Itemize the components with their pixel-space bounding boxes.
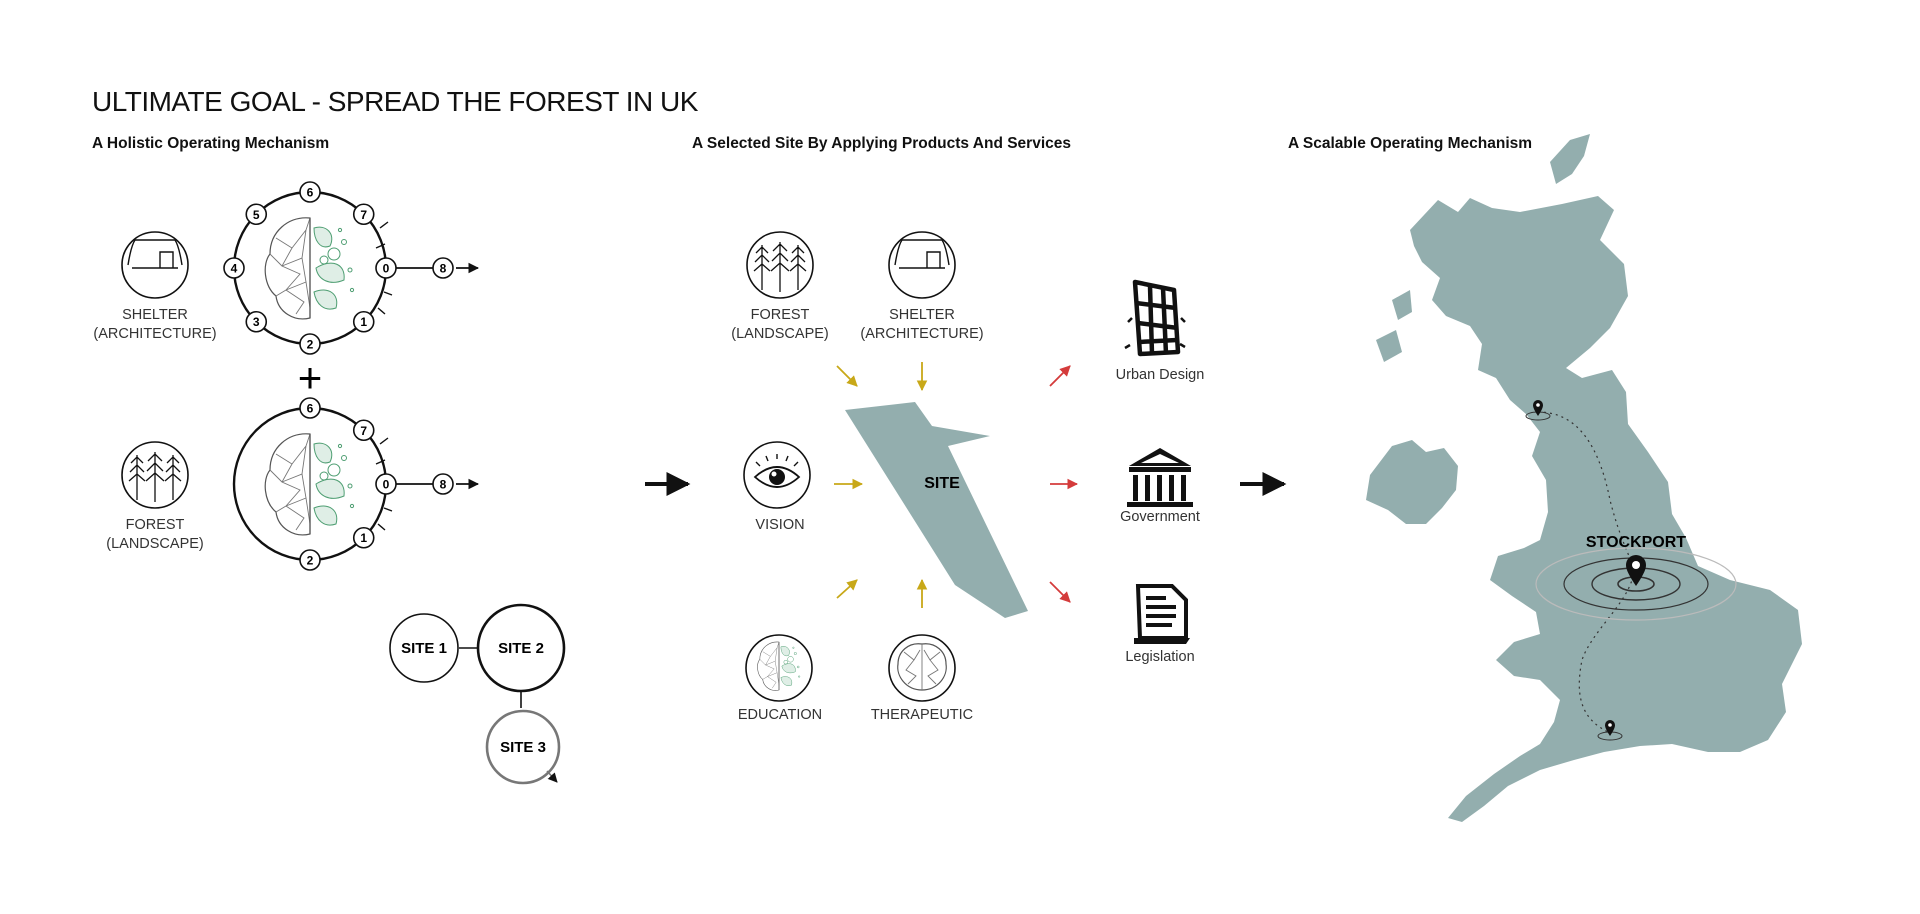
ring-node [299,549,321,571]
node-out-2-label: 8 [440,478,447,492]
page-title: ULTIMATE GOAL - SPREAD THE FOREST IN UK [92,86,698,117]
left-shelter-label: SHELTER(ARCHITECTURE) [93,307,217,342]
urban-design-icon [1124,279,1186,357]
output-urban-design-label: Urban Design [1115,367,1205,383]
northern-ireland [1366,440,1458,524]
section-title-scalable: A Scalable Operating Mechanism [1288,135,1533,152]
ring-node-label: 5 [253,208,260,222]
ring-node [352,526,375,549]
ring-node-label: 7 [360,424,367,438]
site-1-label: SITE 1 [401,640,447,657]
ring-node [375,473,397,495]
mid-shelter-icon [888,231,956,299]
node-out-2 [432,473,454,495]
ring-node-label: 3 [253,315,260,329]
site-2-node [476,603,566,693]
site-1-node [389,613,459,683]
ring-node [299,181,321,203]
ring-node-label: 1 [360,531,367,545]
section-title-holistic: A Holistic Operating Mechanism [92,135,330,152]
ring-node [223,257,245,279]
ring-node-label: 0 [383,262,390,276]
mid-education-label: EDUCATION [737,707,823,723]
site-2-label: SITE 2 [498,640,544,657]
forest-icon [121,441,189,509]
site-3-label: SITE 3 [500,739,546,756]
ring-node-label: 6 [307,186,314,200]
plus-sign: + [298,354,323,401]
site-chain: SITE 1 SITE 2 SITE 3 [389,603,566,785]
node-out-1-label: 8 [440,262,447,276]
ring-node [245,310,268,333]
node-out-1 [432,257,454,279]
government-icon [1127,448,1193,507]
ring-diagram-2: 8 6 7 0 1 2 [232,397,480,571]
stockport-pin-icon [1626,555,1646,586]
ring-node [299,333,321,355]
ring-node-label: 1 [360,315,367,329]
output-legislation-label: Legislation [1125,649,1195,665]
site-label: SITE [924,475,960,492]
mid-forest-label: FOREST(LANDSCAPE) [731,307,829,342]
legislation-icon [1134,584,1190,644]
ring-node [352,419,375,442]
left-forest-label: FOREST(LANDSCAPE) [106,517,204,552]
shelter-icon [121,231,189,299]
ring-node [352,310,375,333]
pin-south-icon [1597,720,1623,741]
site-shape [845,402,1028,618]
uk-map [1366,134,1802,822]
therapeutic-icon [888,634,956,702]
ring-node [352,203,375,226]
site-3-node [485,709,561,785]
mid-vision-label: VISION [755,517,805,533]
mid-therapeutic-label: THERAPEUTIC [870,707,974,723]
input-arrows [834,362,928,608]
ring-node-label: 6 [307,402,314,416]
ring-node-label: 7 [360,208,367,222]
pin-north-icon [1525,400,1551,421]
ring-node [245,203,268,226]
ring-node-label: 0 [383,478,390,492]
stockport-label: STOCKPORT [1586,534,1686,551]
output-arrows [1049,365,1079,603]
section-title-selected-site: A Selected Site By Applying Products And… [692,135,1071,152]
education-icon [745,634,813,702]
ring-node [299,397,321,419]
eye-icon [743,441,811,509]
mid-forest-icon [746,231,814,299]
output-government-label: Government [1120,509,1200,525]
ring-node-label: 2 [307,338,314,352]
ring-node-label: 4 [231,262,238,276]
mid-shelter-label: SHELTER(ARCHITECTURE) [860,307,984,342]
ring-diagram-1: 8 6 7 0 1 2 3 4 5 [223,181,480,355]
ring-node [375,257,397,279]
ring-node-label: 2 [307,554,314,568]
